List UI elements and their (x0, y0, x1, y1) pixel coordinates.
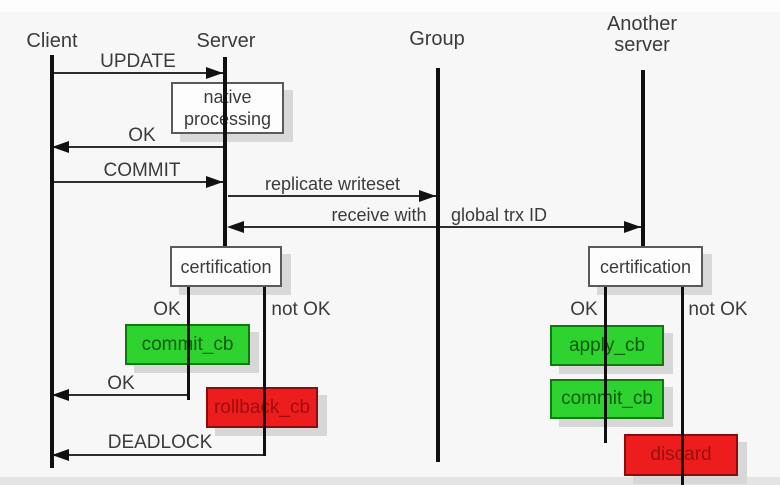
arrowhead-left-icon (52, 389, 69, 401)
branch-label-another-not-ok: not OK (688, 299, 748, 320)
arrowhead-right-icon (624, 221, 641, 233)
native-processing-box: native processing (171, 82, 284, 134)
certification-box-server: certification (170, 246, 282, 287)
actor-label-server: Server (196, 30, 256, 52)
message-label-ok-commit: OK (107, 373, 135, 394)
apply-cb-box: apply_cb (550, 325, 664, 366)
message-label-receive-with: receive with (331, 205, 427, 225)
arrowhead-left-icon (52, 449, 69, 461)
branch-line-another-not-ok (681, 287, 684, 485)
actor-label-client: Client (26, 30, 78, 52)
actor-label-group: Group (409, 28, 465, 50)
message-label-replicate-writeset: replicate writeset (264, 174, 401, 194)
actor-label-another-server-line2: server (614, 34, 670, 56)
message-label-update: UPDATE (100, 51, 176, 72)
lifeline-group (436, 68, 440, 462)
arrow-receive-with-global-trx-id (230, 226, 641, 228)
arrow-ok-commit (54, 394, 189, 396)
arrowhead-right-icon (206, 176, 223, 188)
arrowhead-right-icon (206, 67, 223, 79)
message-label-deadlock: DEADLOCK (107, 432, 213, 453)
arrow-replicate-writeset (228, 195, 436, 197)
actor-label-another-server: Another server (602, 14, 682, 56)
branch-label-server-not-ok: not OK (271, 299, 331, 320)
arrowhead-left-icon (227, 221, 244, 233)
arrowhead-left-icon (52, 141, 69, 153)
arrow-commit (52, 181, 223, 183)
certification-box-another-server: certification (588, 246, 703, 287)
bottom-margin-band (0, 477, 780, 485)
arrow-deadlock (54, 454, 265, 456)
lifeline-another-server (641, 70, 645, 247)
branch-line-another-ok (604, 287, 607, 443)
lifeline-server (223, 57, 227, 247)
message-label-global-trx-id: global trx ID (450, 205, 548, 225)
message-label-commit: COMMIT (103, 160, 181, 181)
branch-label-another-ok: OK (570, 299, 598, 320)
lifeline-client (50, 55, 54, 468)
arrowhead-right-icon (419, 190, 436, 202)
rollback-cb-box: rollback_cb (206, 387, 318, 428)
arrow-ok-native (54, 146, 223, 148)
actor-label-another-server-line1: Another (606, 13, 678, 35)
arrow-update (52, 72, 223, 74)
message-label-ok-native: OK (128, 125, 156, 146)
branch-line-server-ok (187, 287, 190, 400)
branch-line-server-not-ok (263, 287, 266, 456)
branch-label-server-ok: OK (153, 299, 181, 320)
top-margin-band (0, 0, 780, 12)
commit-cb-box-another-server: commit_cb (550, 379, 664, 419)
